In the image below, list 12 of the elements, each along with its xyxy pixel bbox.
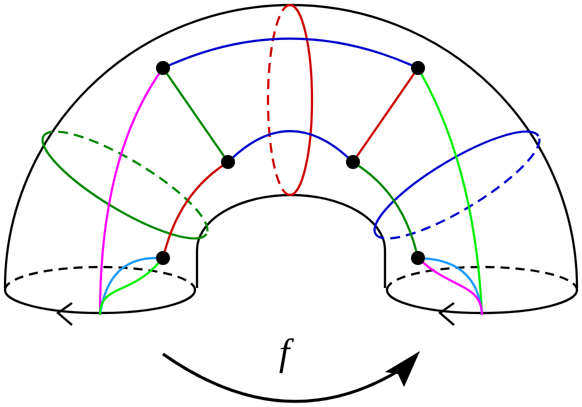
vertex-dot <box>156 61 170 75</box>
surface-curve <box>356 73 415 157</box>
vertex-dot <box>156 251 170 265</box>
vertex-dot <box>346 155 360 169</box>
surface-curve <box>358 165 418 252</box>
surface-curve <box>232 130 349 158</box>
vertex-dot <box>411 61 425 75</box>
vertex-dot <box>411 251 425 265</box>
surface-curve <box>166 73 225 157</box>
surface-curve <box>164 165 223 252</box>
vertex-dot <box>221 155 235 169</box>
surface-curve <box>169 38 412 66</box>
